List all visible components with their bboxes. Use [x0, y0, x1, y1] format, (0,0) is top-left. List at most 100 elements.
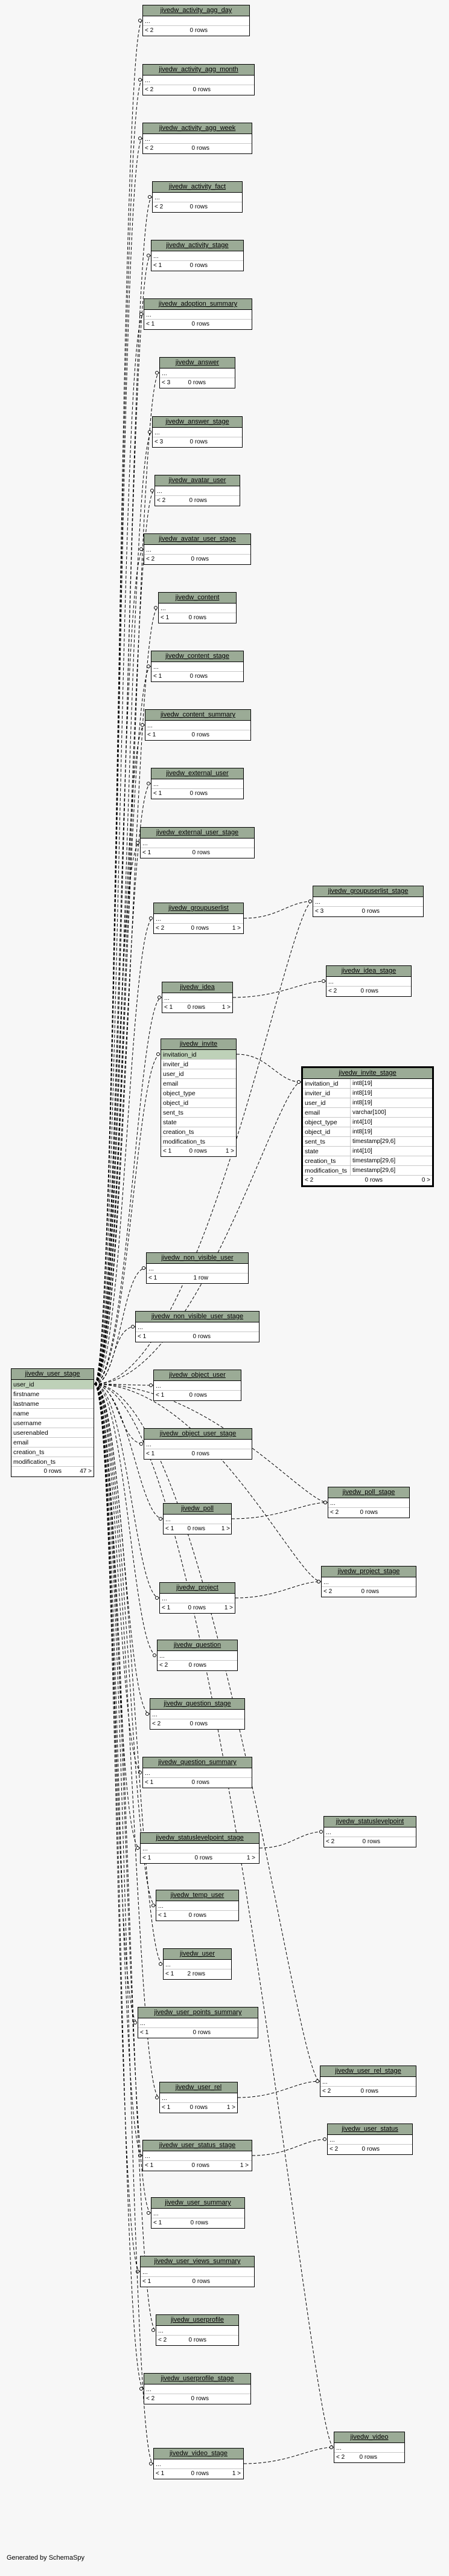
table-header[interactable]: jivedw_external_user	[151, 768, 243, 779]
table-header[interactable]: jivedw_user_status_stage	[143, 2140, 252, 2151]
table-name[interactable]: jivedw_video_stage	[169, 2450, 228, 2457]
table-header[interactable]: jivedw_activity_agg_month	[143, 65, 254, 76]
table-header[interactable]: jivedw_user_stage	[11, 1369, 94, 1380]
table-name[interactable]: jivedw_question_summary	[158, 1759, 237, 1766]
table-name[interactable]: jivedw_answer_stage	[165, 418, 229, 425]
table-name[interactable]: jivedw_video	[350, 2433, 389, 2441]
table-name[interactable]: jivedw_question_stage	[164, 1700, 231, 1707]
table-name[interactable]: jivedw_activity_agg_month	[159, 66, 238, 73]
table-name[interactable]: jivedw_idea	[180, 984, 215, 991]
table-header[interactable]: jivedw_poll_stage	[328, 1487, 409, 1498]
table-header[interactable]: jivedw_content	[159, 593, 236, 604]
table-header[interactable]: jivedw_avatar_user	[155, 475, 240, 486]
table-name[interactable]: jivedw_activity_fact	[168, 183, 226, 190]
table-name[interactable]: jivedw_content_stage	[165, 652, 229, 660]
table-header[interactable]: jivedw_user_rel	[160, 2082, 237, 2093]
table-name[interactable]: jivedw_groupuserlist_stage	[328, 887, 409, 895]
table-name[interactable]: jivedw_external_user_stage	[156, 829, 239, 836]
table-name[interactable]: jivedw_user_views_summary	[154, 2258, 241, 2265]
table-name[interactable]: jivedw_non_visible_user_stage	[151, 1313, 244, 1320]
table-name[interactable]: jivedw_answer	[175, 359, 220, 366]
table-header[interactable]: jivedw_video	[334, 2432, 404, 2443]
table-name[interactable]: jivedw_external_user	[166, 770, 229, 777]
table-header[interactable]: jivedw_groupuserlist	[154, 903, 243, 914]
table-header[interactable]: jivedw_question_summary	[143, 1757, 252, 1768]
table-header[interactable]: jivedw_userprofile	[156, 2315, 238, 2326]
table-name[interactable]: jivedw_poll	[181, 1505, 214, 1512]
table-header[interactable]: jivedw_groupuserlist_stage	[313, 886, 423, 897]
table-name[interactable]: jivedw_content_summary	[160, 711, 236, 718]
table-header[interactable]: jivedw_content_summary	[145, 710, 250, 721]
table-header[interactable]: jivedw_activity_agg_week	[143, 123, 252, 134]
table-header[interactable]: jivedw_user_status	[328, 2124, 412, 2135]
table-name[interactable]: jivedw_groupuserlist	[168, 904, 229, 912]
table-header[interactable]: jivedw_user_rel_stage	[320, 2066, 416, 2077]
table-header[interactable]: jivedw_poll	[164, 1504, 231, 1515]
table-name[interactable]: jivedw_user_points_summary	[154, 2009, 242, 2016]
table-header[interactable]: jivedw_project_stage	[322, 1567, 416, 1577]
table-header[interactable]: jivedw_temp_user	[156, 1890, 238, 1901]
table-header[interactable]: jivedw_video_stage	[154, 2449, 243, 2459]
table-header[interactable]: jivedw_invite	[161, 1039, 236, 1050]
table-header[interactable]: jivedw_user	[164, 1949, 231, 1960]
table-header[interactable]: jivedw_question	[158, 1640, 237, 1651]
table-name[interactable]: jivedw_user_rel	[175, 2084, 222, 2091]
table-header[interactable]: jivedw_idea	[162, 982, 232, 993]
table-name[interactable]: jivedw_userprofile_stage	[161, 2375, 234, 2382]
table-header[interactable]: jivedw_user_summary	[151, 2198, 244, 2209]
table-name[interactable]: jivedw_userprofile	[170, 2316, 224, 2323]
table-name[interactable]: jivedw_activity_stage	[166, 242, 229, 249]
table-name[interactable]: jivedw_avatar_user_stage	[159, 535, 236, 543]
table-header[interactable]: jivedw_content_stage	[151, 651, 243, 662]
table-header[interactable]: jivedw_object_user	[154, 1370, 241, 1381]
table-header[interactable]: jivedw_avatar_user_stage	[144, 534, 250, 545]
table-name[interactable]: jivedw_idea_stage	[341, 967, 396, 974]
table-header[interactable]: jivedw_non_visible_user_stage	[136, 1312, 259, 1322]
table-name[interactable]: jivedw_user_status	[342, 2125, 398, 2133]
table-name[interactable]: jivedw_activity_agg_day	[160, 7, 232, 14]
table-name[interactable]: jivedw_content	[175, 594, 220, 601]
table-name[interactable]: jivedw_temp_user	[170, 1892, 224, 1899]
table-name[interactable]: jivedw_project_stage	[337, 1568, 400, 1575]
table-name[interactable]: jivedw_poll_stage	[342, 1489, 395, 1496]
table-name[interactable]: jivedw_user_status_stage	[159, 2142, 236, 2149]
table-name[interactable]: jivedw_user_stage	[25, 1370, 80, 1377]
table-name[interactable]: jivedw_user	[179, 1950, 215, 1957]
table-header[interactable]: jivedw_idea_stage	[326, 966, 411, 977]
table-header[interactable]: jivedw_adoption_summary	[144, 299, 252, 310]
table-name[interactable]: jivedw_avatar_user	[168, 477, 226, 484]
table-header[interactable]: jivedw_invite_stage	[303, 1068, 432, 1079]
